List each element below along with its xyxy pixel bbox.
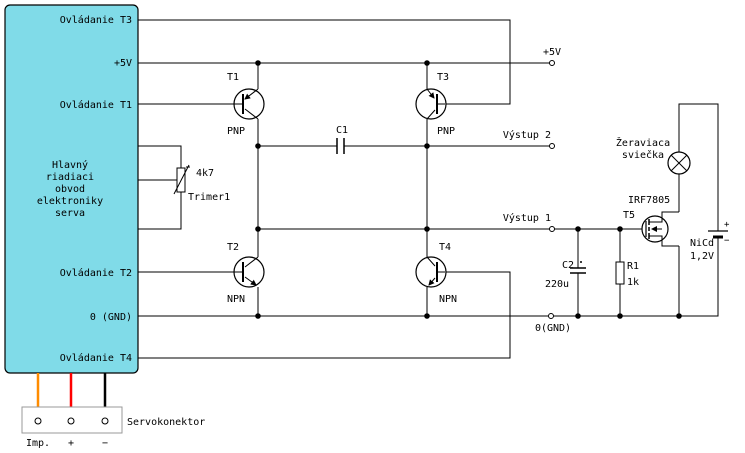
controller-title-line: obvod bbox=[55, 184, 85, 195]
capacitor-c2-polarity bbox=[580, 261, 582, 263]
servo-pin-minus bbox=[101, 417, 109, 425]
capacitor-c2-label: C2 bbox=[562, 260, 574, 271]
transistor-t1-label: T1 bbox=[227, 72, 239, 83]
junction-dot bbox=[575, 313, 581, 319]
glow-plug-symbol bbox=[667, 151, 691, 175]
pin-label-ovladanie-t4: Ovládanie T4 bbox=[60, 352, 132, 364]
glow-plug-label-line2: sviečka bbox=[622, 149, 664, 161]
wire-ovladanie-t4 bbox=[138, 271, 511, 359]
transistor-t2-collector bbox=[244, 256, 259, 268]
junction-dot bbox=[575, 226, 581, 232]
transistor-t2-type: NPN bbox=[227, 294, 245, 305]
output-label-gnd: 0(GND) bbox=[535, 323, 571, 334]
terminal-gnd bbox=[548, 313, 554, 319]
resistor-r1-value: 1k bbox=[627, 277, 639, 288]
controller-title-line: riadiaci bbox=[46, 172, 94, 183]
pin-label-ovladanie-t1: Ovládanie T1 bbox=[60, 99, 132, 111]
mosfet-t5-part: IRF7805 bbox=[628, 195, 670, 206]
wire-trimmer-top bbox=[138, 145, 182, 168]
trimmer-adjust-line bbox=[173, 164, 190, 195]
wire-ovladanie-t3 bbox=[138, 19, 511, 105]
transistor-t1 bbox=[233, 88, 265, 120]
wire-gnd-right bbox=[554, 248, 719, 317]
servo-connector-label: Servokonektor bbox=[127, 417, 205, 428]
wire-battery-to-glow bbox=[678, 103, 719, 220]
junction-dot bbox=[424, 60, 430, 66]
pin-label-gnd: 0 (GND) bbox=[90, 312, 132, 323]
glow-plug-label-line1: Žeraviaca bbox=[616, 136, 670, 149]
battery-name: NiCd bbox=[690, 238, 714, 249]
junction-dot bbox=[424, 143, 430, 149]
transistor-t1-emitter-arrow bbox=[244, 88, 259, 100]
resistor-r1-label: R1 bbox=[627, 261, 639, 272]
capacitor-c2 bbox=[570, 261, 586, 274]
pin-label-5v: +5V bbox=[114, 58, 132, 69]
transistor-t3-collector bbox=[426, 109, 436, 120]
transistor-t4-body bbox=[415, 256, 447, 288]
terminal-vystup-1 bbox=[549, 226, 555, 232]
servo-pin-imp bbox=[34, 417, 42, 425]
output-label-5v: +5V bbox=[543, 47, 561, 58]
controller-title: Hlavný riadiaci obvod elektroniky serva bbox=[37, 159, 103, 219]
junction-dot bbox=[255, 143, 261, 149]
transistor-t4 bbox=[415, 256, 447, 288]
wire-trimmer-bottom bbox=[138, 192, 182, 230]
trimmer-symbol bbox=[173, 164, 190, 195]
wires bbox=[36, 19, 719, 420]
trimmer-name: Trimer1 bbox=[188, 192, 230, 203]
transistor-t1-collector bbox=[244, 108, 259, 120]
capacitor-c1 bbox=[336, 138, 345, 154]
servo-pin-label-minus: − bbox=[102, 438, 108, 449]
terminal-vystup-2 bbox=[549, 143, 555, 149]
output-label-vystup-2: Výstup 2 bbox=[503, 129, 551, 141]
output-label-vystup-1: Výstup 1 bbox=[503, 212, 551, 224]
battery-voltage: 1,2V bbox=[690, 251, 714, 262]
battery-minus: − bbox=[724, 236, 730, 246]
resistor-r1 bbox=[615, 261, 625, 285]
transistor-t4-type: NPN bbox=[439, 294, 457, 305]
pin-label-ovladanie-t3: Ovládanie T3 bbox=[60, 14, 132, 26]
junction-dot bbox=[255, 226, 261, 232]
controller-title-line: elektroniky bbox=[37, 196, 103, 207]
mosfet-t5-drain bbox=[649, 211, 679, 223]
mosfet-t5 bbox=[641, 211, 679, 247]
mosfet-t5-label: T5 bbox=[623, 210, 635, 221]
transistor-t2-label: T2 bbox=[227, 242, 239, 253]
transistor-t3-body bbox=[415, 88, 447, 120]
transistor-t4-label: T4 bbox=[439, 242, 451, 253]
terminals bbox=[548, 60, 555, 319]
junction-dot bbox=[617, 313, 623, 319]
pin-label-ovladanie-t2: Ovládanie T2 bbox=[60, 267, 132, 279]
controller-title-line: Hlavný bbox=[52, 159, 88, 171]
capacitor-c1-label: C1 bbox=[336, 125, 348, 136]
battery-symbol bbox=[708, 220, 728, 248]
transistor-t3-type: PNP bbox=[437, 126, 455, 137]
transistor-t3 bbox=[415, 88, 447, 120]
transistor-t4-emitter-arrow bbox=[428, 277, 436, 286]
terminal-5v bbox=[549, 60, 555, 66]
transistor-t4-collector bbox=[426, 256, 436, 267]
servo-pin-plus bbox=[67, 417, 75, 425]
junction-dot bbox=[255, 313, 261, 319]
mosfet-t5-source bbox=[649, 235, 679, 247]
transistor-t2-emitter-arrow bbox=[244, 276, 257, 286]
transistor-t3-label: T3 bbox=[437, 72, 449, 83]
capacitor-c2-value: 220u bbox=[545, 279, 569, 290]
glow-plug-cross bbox=[670, 154, 688, 172]
servo-pin-label-plus: + bbox=[68, 438, 74, 449]
junctions bbox=[255, 60, 682, 319]
junction-dot bbox=[676, 313, 682, 319]
trimmer-value: 4k7 bbox=[196, 168, 214, 179]
battery-plus: + bbox=[724, 220, 730, 230]
junction-dot bbox=[255, 60, 261, 66]
transistor-t1-type: PNP bbox=[227, 126, 245, 137]
transistor-t3-emitter-arrow bbox=[426, 88, 435, 99]
controller-title-line: serva bbox=[55, 208, 85, 219]
junction-dot bbox=[424, 226, 430, 232]
junction-dot bbox=[617, 226, 623, 232]
junction-dot bbox=[424, 313, 430, 319]
servo-pin-label-imp: Imp. bbox=[26, 438, 50, 449]
transistor-t2 bbox=[233, 256, 265, 288]
